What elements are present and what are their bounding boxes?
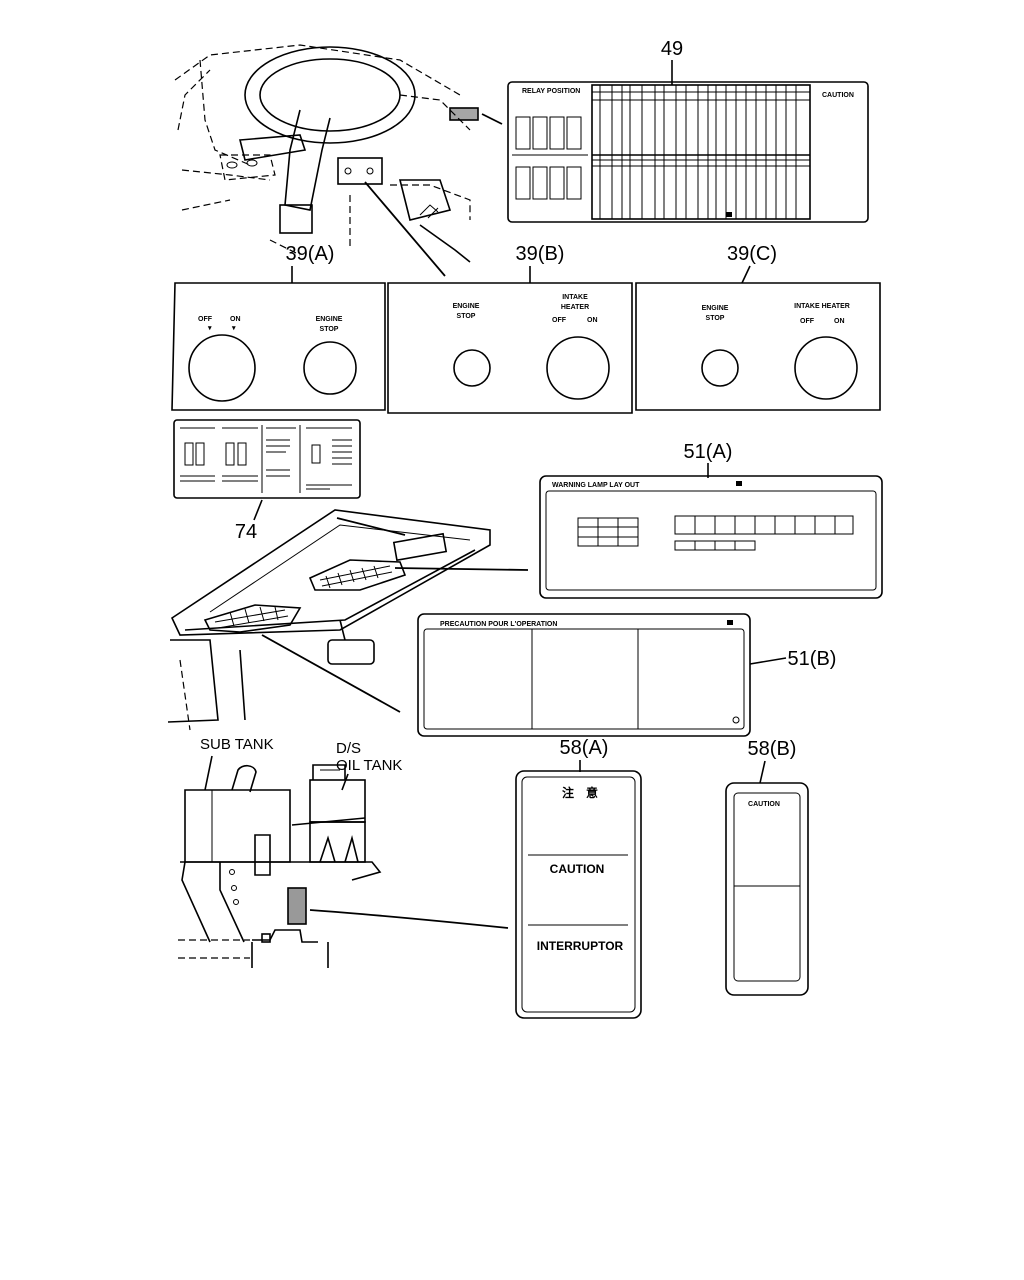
sub-tank-label: SUB TANK (200, 736, 274, 753)
decal-49-caution: CAUTION (822, 92, 854, 99)
decal-74: 74 (173, 419, 361, 543)
decal-39b-intake: INTAKE (562, 294, 588, 301)
decal-58b: 58(B) CAUTION (725, 738, 809, 996)
decal-49: 49 RELAY POSITION CAUTION (507, 38, 869, 223)
decal-51b: PRECAUTION POUR L'OPERATION 51(B) (417, 613, 837, 737)
callout-74: 74 (235, 521, 257, 543)
warning-lamp-title: WARNING LAMP LAY OUT (552, 482, 640, 489)
decal-39c-on: ON (834, 318, 845, 325)
dashboard-illustration (174, 44, 503, 277)
decal-39a-engine: ENGINE (316, 316, 343, 323)
decal-39c-off: OFF (800, 318, 815, 325)
callout-39a: 39(A) (286, 243, 335, 265)
lamp-grid-left (577, 517, 639, 547)
cab-roof-illustration (167, 509, 529, 731)
intake-heater-hole (794, 336, 858, 400)
decal-39a-off: OFF (198, 316, 213, 323)
decal-58b-caution: CAUTION (748, 801, 780, 808)
decal-39b-on: ON (587, 317, 598, 324)
callout-39b: 39(B) (516, 243, 565, 265)
decal-39c-engine: ENGINE (702, 305, 729, 312)
decal-39b-heater: HEATER (561, 304, 589, 311)
decal-39c-stop: STOP (706, 315, 725, 322)
decal-58a: 58(A) 注 意 CAUTION INTERRUPTOR (515, 737, 642, 1019)
callout-51a: 51(A) (684, 441, 733, 463)
precaution-title: PRECAUTION POUR L'OPERATION (440, 621, 557, 628)
decal-39b-stop: STOP (457, 313, 476, 320)
decal-39b-off: OFF (552, 317, 567, 324)
ds-label: D/S (336, 740, 361, 757)
decal-58a-interruptor: INTERRUPTOR (537, 939, 624, 953)
fuse-table (591, 84, 811, 220)
decal-39c: 39(C) ENGINE STOP INTAKE HEATER OFF ON (635, 243, 881, 411)
relay-position-title: RELAY POSITION (522, 88, 580, 95)
relay-blocks (512, 116, 588, 200)
lamp-grid-right (674, 515, 854, 551)
decal-39b: 39(B) ENGINE STOP INTAKE HEATER OFF ON (387, 243, 633, 414)
callout-58a: 58(A) (560, 737, 609, 759)
decal-39a: 39(A) OFF ON ▾ ▾ ENGINE STOP (171, 243, 386, 411)
engine-stop-hole (701, 349, 739, 387)
callout-49: 49 (661, 38, 683, 60)
decal-58a-japanese: 注 意 (562, 785, 598, 800)
svg-text:▾: ▾ (207, 325, 212, 332)
callout-51b: 51(B) (788, 648, 837, 670)
oil-tank-label: OIL TANK (336, 757, 402, 774)
decal-39b-engine: ENGINE (453, 303, 480, 310)
engine-stop-hole (453, 349, 491, 387)
decal-39c-intake-heater: INTAKE HEATER (794, 303, 850, 310)
decal-39a-stop: STOP (320, 326, 339, 333)
callout-39c: 39(C) (727, 243, 777, 265)
svg-text:▾: ▾ (231, 325, 236, 332)
decal-51a: 51(A) WARNING LAMP LAY OUT (539, 441, 883, 599)
key-switch-hole (188, 334, 256, 402)
tank-illustration: SUB TANK D/S OIL TANK (178, 736, 509, 968)
engine-stop-hole (303, 341, 357, 395)
callout-58b: 58(B) (748, 738, 797, 760)
decal-39a-on: ON (230, 316, 241, 323)
decal-58a-caution: CAUTION (550, 862, 605, 876)
intake-heater-hole (546, 336, 610, 400)
